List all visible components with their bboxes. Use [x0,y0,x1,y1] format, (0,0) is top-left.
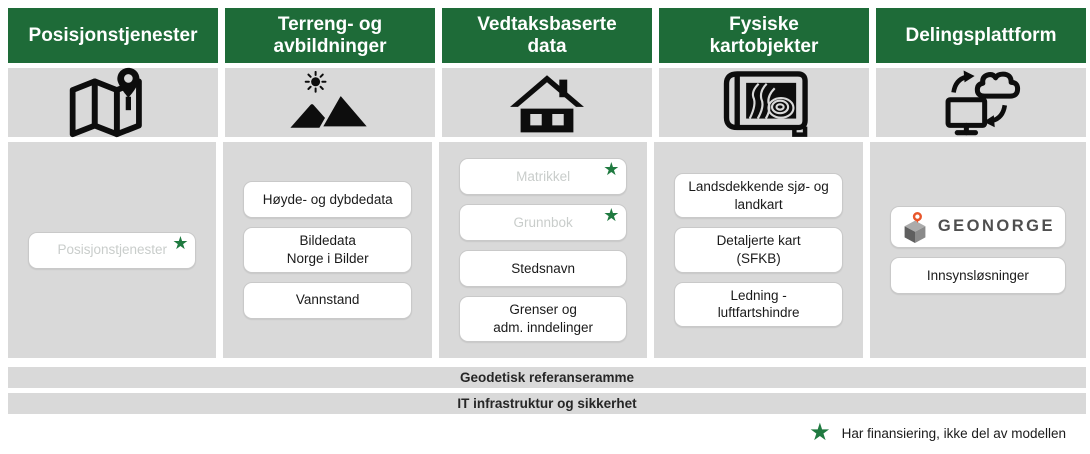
service-card-posisjonstjenester: ★ Posisjonstjenester [28,231,197,269]
financing-star-icon: ★ [172,232,189,253]
legend-label: Har finansiering, ikke del av modellen [841,425,1066,441]
card-label: adm. inndelinger [493,320,594,335]
icon-cell-posisjonstjenester [8,66,218,139]
header-line: kartobjekter [709,35,819,57]
icon-row [8,66,1086,139]
column-terreng: Høyde- og dybdedata Bildedata Norge i Bi… [223,142,432,358]
card-label: Grenser og [509,302,577,318]
header-line: Fysiske [729,14,799,36]
card-label: luftfartshindre [717,305,800,321]
service-card-hoyde-dybdedata: Høyde- og dybdedata [243,181,412,219]
sun-mountains-icon [285,71,375,134]
card-label: Vannstand [295,292,360,308]
card-label: Detaljerte kart [716,233,801,249]
header-line: Posisjonstjenester [28,24,198,46]
card-label: Stedsnavn [511,261,576,277]
financing-star-icon: ★ [603,159,620,180]
card-label: Ledning - [730,287,787,303]
header-row: Posisjonstjenester Terreng- og avbildnin… [8,8,1086,63]
service-card-stedsnavn: Stedsnavn [458,250,628,288]
content-row: ★ Posisjonstjenester Høyde- og dybdedata… [8,142,1086,358]
header-line: Terreng- og [277,14,383,36]
header-line: Vedtaksbaserte [477,14,617,36]
financing-star-icon: ★ [603,205,620,226]
header-line: data [527,35,567,57]
icon-cell-vedtaksbaserte [442,68,652,137]
legend: ★ Har finansiering, ikke del av modellen [8,421,1086,445]
card-label: (SFKB) [736,251,781,266]
service-card-grunnbok: ★ Grunnbok [458,204,628,242]
service-card-landsdekkende-kart: Landsdekkende sjø- og landkart [674,173,843,219]
bar-label: Geodetisk referanseramme [459,370,635,385]
header-line: avbildninger [273,35,387,57]
card-label: Grunnbok [513,215,573,231]
icon-cell-terreng [225,68,435,137]
folded-map-pin-icon [63,66,163,139]
service-card-grenser: Grenser og adm. inndelinger [458,296,628,342]
service-card-innsynslosninger: Innsynsløsninger [889,257,1066,294]
card-label: Norge i Bilder [286,251,369,266]
column-delingsplattform: GEONORGE Innsynsløsninger [869,142,1086,358]
service-card-matrikkel: ★ Matrikkel [458,158,628,196]
header-line: Delingsplattform [905,24,1057,46]
card-label: Matrikkel [516,169,571,185]
service-card-bildedata: Bildedata Norge i Bilder [243,227,412,273]
foundation-bar-geodetisk-referanseramme: Geodetisk referanseramme [8,367,1086,388]
column-header-vedtaksbaserte-data: Vedtaksbaserte data [442,8,652,63]
card-label: landkart [734,196,783,212]
service-card-vannstand: Vannstand [243,281,412,319]
column-header-posisjonstjenester: Posisjonstjenester [8,8,218,63]
service-card-ledning: Ledning - luftfartshindre [674,281,843,327]
icon-cell-delingsplattform [876,68,1086,137]
card-label: Høyde- og dybdedata [262,192,393,208]
column-posisjonstjenester: ★ Posisjonstjenester [8,142,217,358]
column-vedtaksbaserte: ★ Matrikkel ★ Grunnbok Stedsnavn Grenser… [438,142,648,358]
service-card-detaljerte-kart: Detaljerte kart (SFKB) [674,227,843,273]
column-header-delingsplattform: Delingsplattform [876,8,1086,63]
foundation-bar-it-infrastruktur: IT infrastruktur og sikkerhet [8,393,1086,414]
card-label: Posisjonstjenester [57,242,167,258]
bar-label: IT infrastruktur og sikkerhet [457,396,637,411]
rolled-map-icon [712,65,816,140]
geonorge-cube-logo-icon [901,211,929,243]
icon-cell-fysiske [659,68,869,137]
geonorge-logo-text: GEONORGE [937,217,1055,236]
cloud-monitor-sync-icon [935,65,1027,140]
card-label: Bildedata [299,233,356,249]
column-header-terreng-og-avbildninger: Terreng- og avbildninger [225,8,435,63]
column-fysiske: Landsdekkende sjø- og landkart Detaljert… [654,142,863,358]
house-icon [503,68,591,137]
column-header-fysiske-kartobjekter: Fysiske kartobjekter [659,8,869,63]
financing-star-icon: ★ [809,419,831,446]
card-label: Innsynsløsninger [926,267,1029,283]
card-label: Landsdekkende sjø- og [688,179,829,195]
service-card-geonorge: GEONORGE [889,206,1066,248]
